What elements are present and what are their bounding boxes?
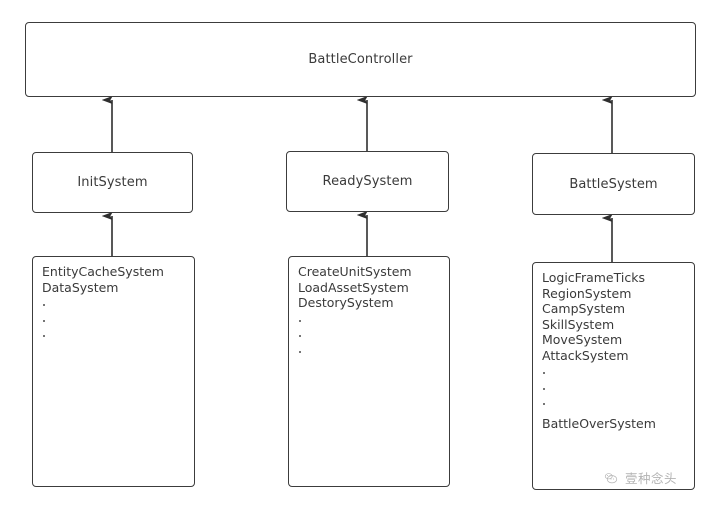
member-item: LogicFrameTicks (542, 270, 645, 285)
member-item: DataSystem (42, 279, 119, 295)
ellipsis-bullet (42, 329, 185, 345)
member-item: AttackSystem (542, 347, 629, 363)
ellipsis-bullet (542, 397, 685, 413)
watermark: 壹种念头 (604, 468, 677, 487)
ellipsis-bullet (298, 329, 440, 345)
member-item: MoveSystem (542, 332, 623, 347)
watermark-text: 壹种念头 (625, 471, 678, 486)
ellipsis-bullet (542, 382, 685, 398)
node-ready-system[interactable]: ReadySystem (286, 151, 449, 212)
member-item: RegionSystem (542, 285, 632, 301)
node-battle-controller[interactable]: BattleController (25, 22, 696, 97)
member-item: EntityCacheSystem (42, 264, 164, 279)
member-item: SkillSystem (542, 316, 615, 332)
ellipsis-bullet (42, 314, 185, 330)
node-ready-system-label: ReadySystem (322, 174, 413, 189)
node-init-system[interactable]: InitSystem (32, 152, 193, 213)
member-item: LoadAssetSystem (298, 279, 409, 295)
node-battle-controller-label: BattleController (308, 52, 413, 67)
member-item: DestorySystem (298, 295, 394, 310)
node-init-system-label: InitSystem (77, 175, 148, 190)
node-battle-system[interactable]: BattleSystem (532, 153, 695, 215)
member-item: BattleOverSystem (542, 415, 656, 431)
ellipsis-bullet (298, 314, 440, 330)
member-item: CreateUnitSystem (298, 264, 412, 279)
wechat-account-logo-icon (604, 473, 618, 484)
ellipsis-bullet (542, 366, 685, 382)
ellipsis-bullet (298, 345, 440, 361)
ellipsis-bullet (42, 298, 185, 314)
node-battle-system-label: BattleSystem (569, 176, 658, 192)
member-item: CampSystem (542, 301, 626, 316)
